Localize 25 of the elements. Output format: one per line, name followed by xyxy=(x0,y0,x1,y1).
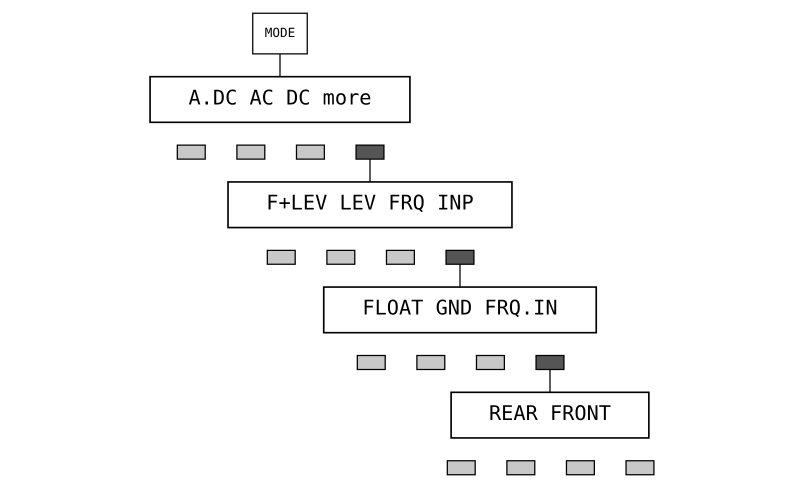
node-box xyxy=(506,460,535,476)
node-box xyxy=(444,250,474,265)
connector xyxy=(548,370,550,392)
node-box xyxy=(266,250,296,265)
node-box xyxy=(236,144,265,160)
node-box: FLOAT GND FRQ.IN xyxy=(322,286,597,334)
connector xyxy=(458,264,460,287)
node-box xyxy=(534,354,564,370)
node-box xyxy=(326,250,355,265)
node-box xyxy=(385,250,414,265)
node-box xyxy=(356,354,386,370)
node-box xyxy=(475,354,504,370)
connector xyxy=(278,54,280,76)
node-box: REAR FRONT xyxy=(450,391,650,439)
node-box xyxy=(446,460,476,476)
node-box xyxy=(624,460,654,476)
node-box xyxy=(295,144,324,160)
node-box xyxy=(416,354,445,370)
node-box: F+LEV LEV FRQ INP xyxy=(226,181,512,228)
connector xyxy=(368,159,370,182)
node-box: A.DC AC DC more xyxy=(148,76,410,124)
node-box: MODE xyxy=(252,12,308,54)
node-box xyxy=(565,460,594,476)
node-box xyxy=(354,144,384,160)
node-box xyxy=(176,144,206,160)
